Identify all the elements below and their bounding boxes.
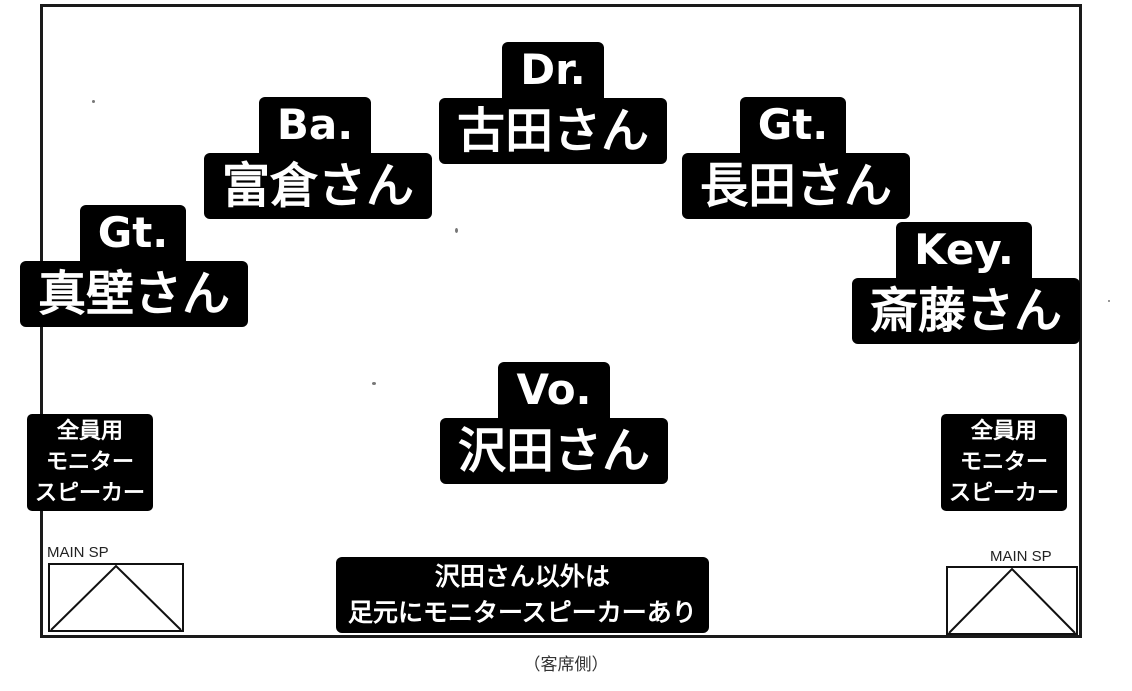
member-keyboard: Key. 斎藤さん: [852, 222, 1081, 344]
role-label: Gt.: [739, 97, 847, 153]
monitor-note: 沢田さん以外は 足元にモニタースピーカーあり: [336, 557, 709, 633]
member-name: 長田さん: [682, 153, 911, 219]
member-name: 真壁さん: [20, 261, 249, 327]
role-label: Vo.: [498, 362, 610, 418]
scan-speck: [92, 100, 95, 103]
monitor-line: スピーカー: [949, 481, 1060, 506]
scan-speck: [372, 382, 376, 385]
main-sp-label-right: MAIN SP: [990, 548, 1052, 565]
audience-side-label: （客席側）: [523, 655, 609, 675]
main-sp-label-left: MAIN SP: [47, 544, 109, 561]
member-name: 古田さん: [438, 98, 667, 164]
monitor-line: 全員用: [57, 419, 124, 444]
note-line: 足元にモニタースピーカーあり: [348, 598, 697, 627]
monitor-line: モニター: [46, 450, 135, 475]
member-name: 沢田さん: [439, 418, 668, 484]
role-label: Ba.: [258, 97, 372, 153]
monitor-speaker-left: 全員用 モニター スピーカー: [27, 414, 154, 511]
member-drums: Dr. 古田さん: [436, 42, 670, 164]
member-bass: Ba. 富倉さん: [204, 97, 433, 219]
scan-speck: [1108, 300, 1110, 302]
monitor-line: 全員用: [971, 419, 1038, 444]
member-guitar-left: Gt. 真壁さん: [20, 205, 249, 327]
member-vocal: Vo. 沢田さん: [430, 362, 678, 484]
member-guitar-right: Gt. 長田さん: [682, 97, 911, 219]
member-name: 富倉さん: [204, 153, 433, 219]
role-label: Key.: [896, 222, 1032, 278]
note-line: 沢田さん以外は: [434, 562, 610, 591]
monitor-line: モニター: [960, 450, 1049, 475]
role-label: Dr.: [502, 42, 604, 98]
role-label: Gt.: [79, 205, 187, 261]
monitor-line: スピーカー: [35, 481, 146, 506]
main-speaker-right-icon: [946, 566, 1078, 635]
main-speaker-left-icon: [48, 563, 184, 632]
monitor-speaker-right: 全員用 モニター スピーカー: [941, 414, 1068, 511]
scan-speck: [455, 228, 458, 233]
member-name: 斎藤さん: [852, 278, 1081, 344]
